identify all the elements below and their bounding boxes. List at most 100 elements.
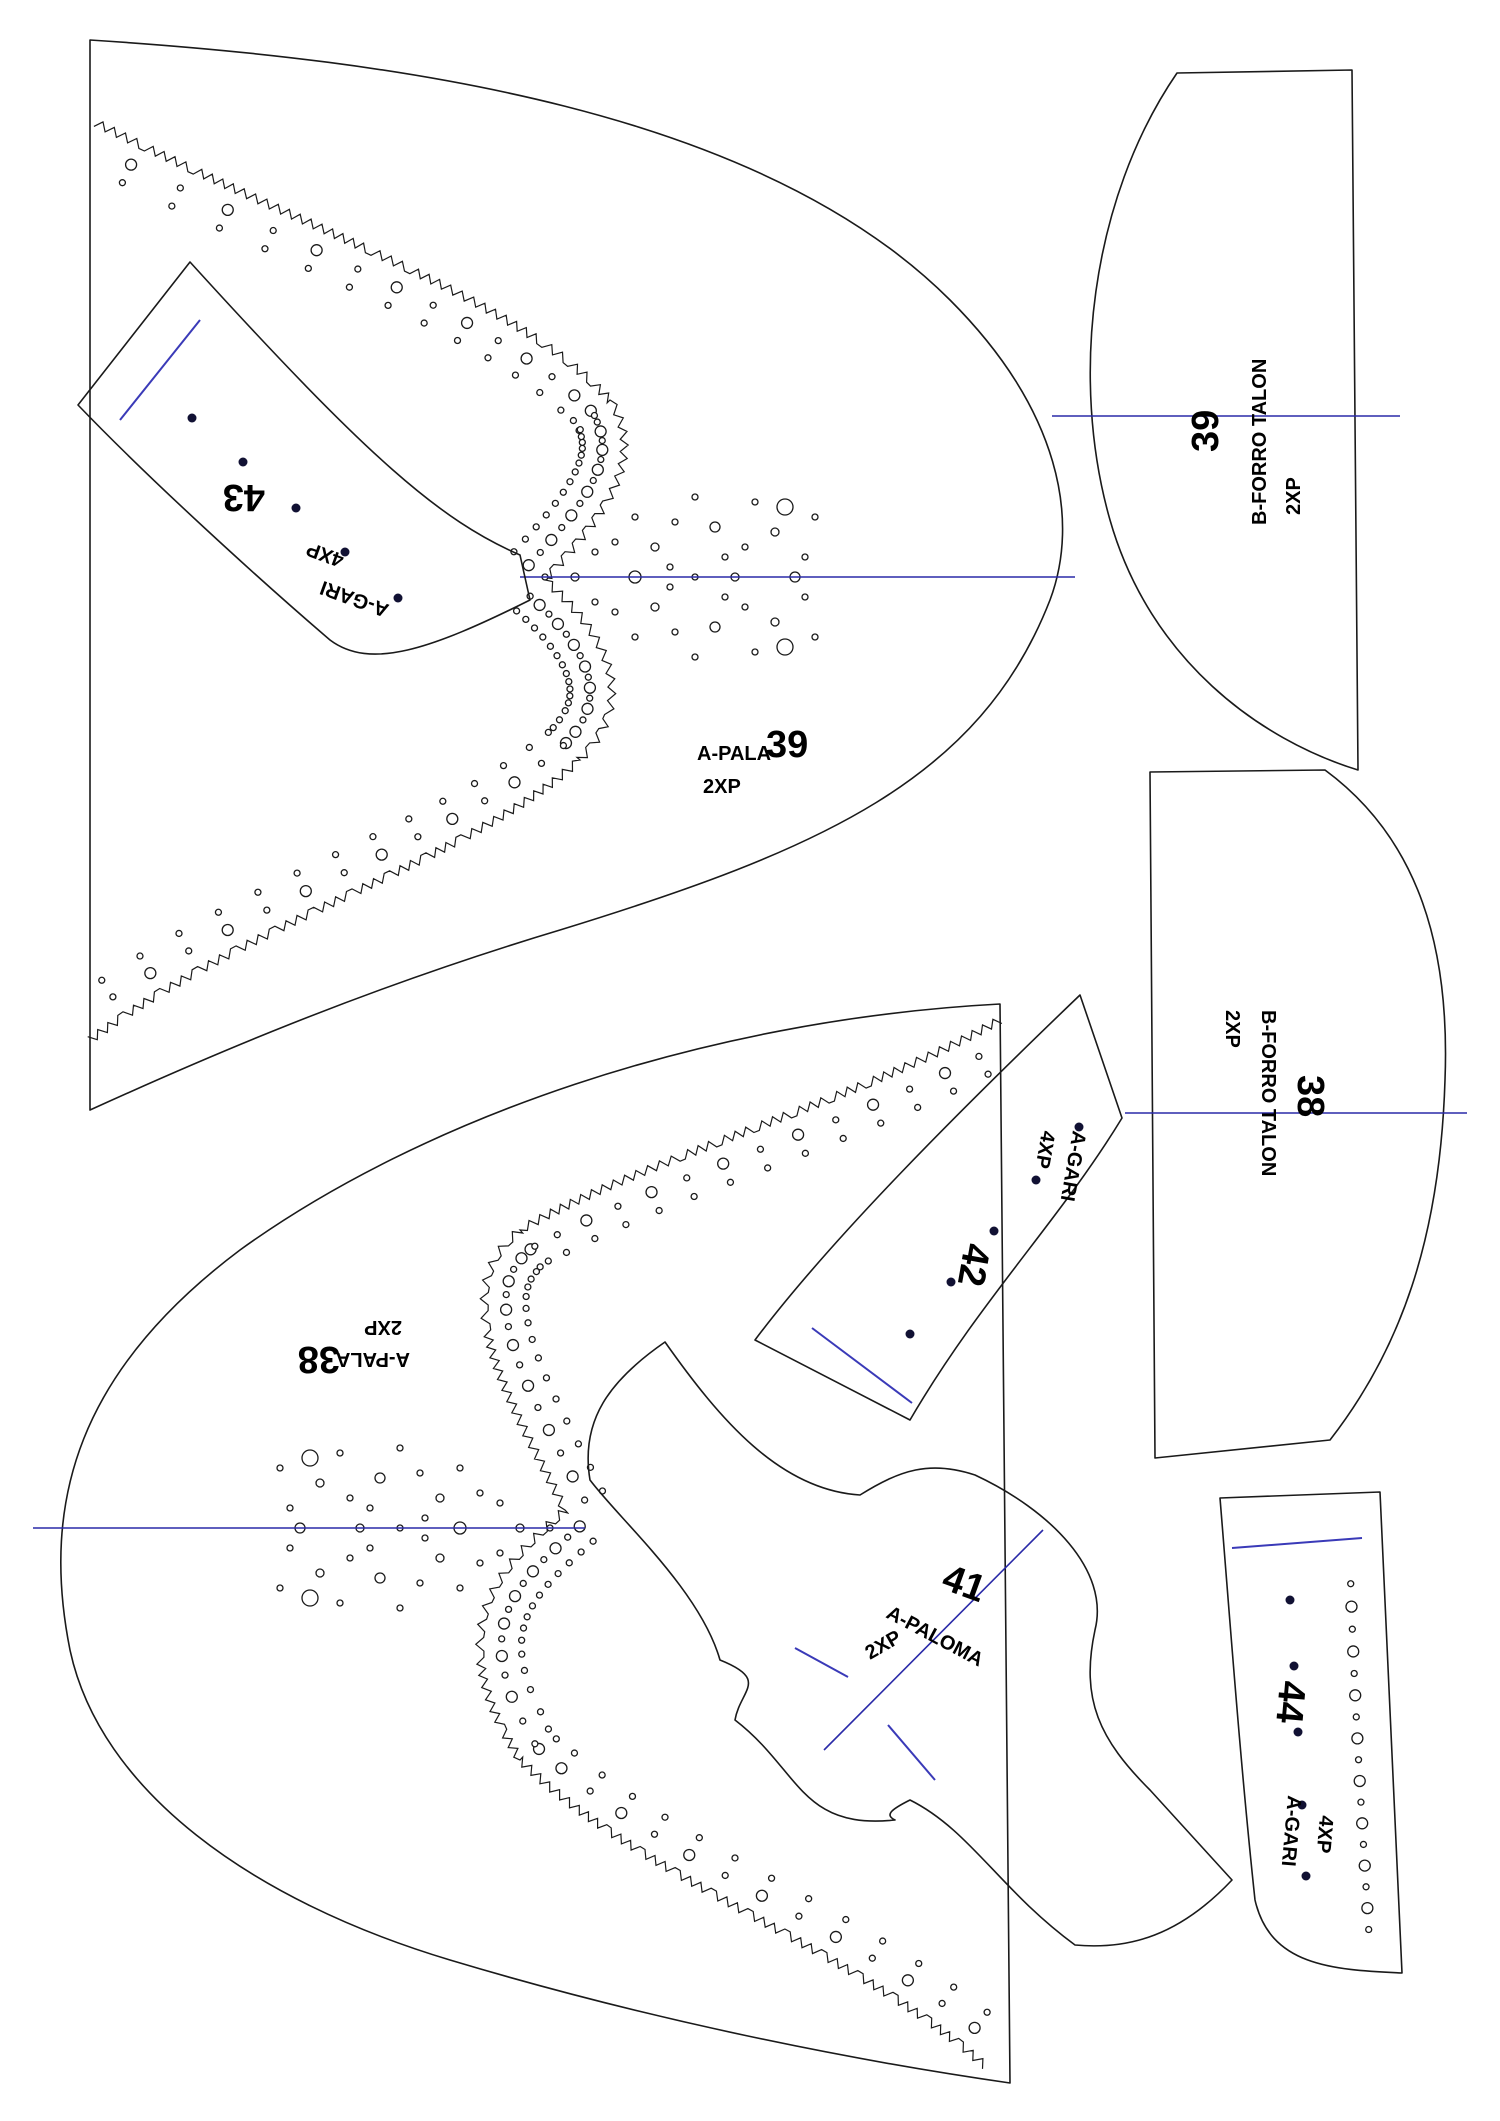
perforation-hole <box>683 1848 696 1862</box>
perforation-hole <box>221 923 234 937</box>
medallion-hole <box>396 1444 404 1452</box>
pala-39-quantity: 2XP <box>703 776 741 798</box>
perforation-hole <box>369 833 377 841</box>
perforation-hole <box>558 523 566 532</box>
perforation-hole <box>683 1174 691 1182</box>
medallion-hole <box>286 1504 294 1512</box>
perforation-hole <box>215 224 224 232</box>
pala-39-name: A-PALA <box>697 743 771 765</box>
perforation-hole <box>559 488 567 496</box>
perforation-hole <box>439 797 447 805</box>
perforation-hole <box>562 669 570 678</box>
medallion-hole <box>496 1549 504 1557</box>
perforation-hole <box>628 1792 637 1801</box>
gari-43-marker <box>393 593 403 603</box>
perforation-hole <box>504 1605 513 1614</box>
medallion-hole <box>741 603 749 611</box>
perforation-hole <box>569 416 578 425</box>
medallion-hole <box>671 518 679 526</box>
piece-forro-talon-38: 38 B-FORRO TALON 2XP <box>1125 769 1467 1459</box>
perforation-hole <box>544 728 552 737</box>
gari-43-outline <box>77 261 531 655</box>
perforation-hole <box>565 509 578 522</box>
gari-44-marker <box>1289 1661 1299 1671</box>
perforation-hole <box>576 426 584 434</box>
perforation-hole <box>420 319 428 327</box>
perforation-hole <box>261 245 269 253</box>
perforation-hole <box>176 184 184 192</box>
forro-talon-39-quantity: 2XP <box>1283 477 1305 515</box>
perforation-hole <box>557 406 565 414</box>
paloma-41-quantity: 2XP <box>862 1626 906 1664</box>
medallion-hole <box>650 542 660 552</box>
perforation-hole <box>577 432 585 441</box>
perforation-hole <box>586 1787 594 1795</box>
gari-42-marker <box>1074 1122 1084 1132</box>
medallion-hole <box>811 513 819 521</box>
perforation-hole <box>866 1098 880 1111</box>
gari-42-quantity: 4XP <box>1031 1129 1059 1170</box>
perforation-hole <box>839 1134 847 1143</box>
gari-44-perforations <box>1345 1580 1374 1934</box>
medallion-hole <box>276 1464 284 1472</box>
perforation-hole <box>498 1635 506 1643</box>
perforation-hole <box>497 1617 511 1630</box>
perforation-hole <box>1352 1713 1360 1721</box>
gari-42-slot <box>811 1327 913 1404</box>
perforation-hole <box>549 1542 562 1555</box>
perforation-hole <box>598 436 606 445</box>
gari-42-name: A-GARI <box>1056 1129 1090 1203</box>
medallion-hole <box>396 1604 404 1612</box>
perforation-hole <box>175 929 183 938</box>
perforation-hole <box>375 848 388 861</box>
perforation-hole <box>983 2008 991 2016</box>
perforation-hole <box>622 1220 630 1229</box>
perforation-hole <box>520 352 533 365</box>
perforation-hole <box>539 633 547 641</box>
perforation-hole <box>499 761 508 770</box>
perforation-hole <box>519 1717 527 1725</box>
piece-forro-talon-39: 39 B-FORRO TALON 2XP <box>1052 69 1400 771</box>
gari-44-marker <box>1297 1800 1307 1810</box>
perforation-hole <box>534 1403 542 1412</box>
perforation-hole <box>519 1579 527 1588</box>
perforation-hole <box>534 1354 543 1362</box>
perforation-hole <box>1347 1645 1360 1658</box>
perforation-hole <box>542 1374 551 1382</box>
forro-talon-39-number: 39 <box>1185 410 1227 452</box>
perforation-hole <box>304 264 312 273</box>
perforation-hole <box>519 1624 528 1632</box>
gari-44-quantity: 4XP <box>1312 1815 1337 1855</box>
perforation-hole <box>577 1548 585 1556</box>
gari-43-slot <box>119 319 201 421</box>
perforation-hole <box>938 1999 946 2008</box>
gari-43-number: 43 <box>223 476 265 518</box>
gari-44-marker <box>1293 1727 1303 1737</box>
medallion-hole <box>591 548 599 556</box>
perforation-hole <box>1358 1859 1371 1872</box>
perforation-hole <box>566 692 574 700</box>
pala-38-perforations <box>495 1052 992 2035</box>
perforation-hole <box>801 1149 810 1157</box>
medallion-hole <box>709 621 721 633</box>
perforation-hole <box>521 535 530 543</box>
perforation-hole <box>528 1335 536 1344</box>
perforation-hole <box>546 642 555 650</box>
gari-44-number: 44 <box>1267 1679 1313 1725</box>
perforation-hole <box>573 1520 586 1533</box>
perforation-hole <box>532 523 540 531</box>
perforation-hole <box>536 1263 544 1271</box>
medallion-hole <box>435 1493 445 1503</box>
perforation-hole <box>938 1066 952 1080</box>
perforation-hole <box>565 1559 573 1567</box>
pala-38-quantity: 2XP <box>364 1316 402 1338</box>
perforation-hole <box>594 425 607 438</box>
perforation-hole <box>578 438 586 447</box>
perforation-hole <box>508 1589 522 1603</box>
perforation-hole <box>505 1690 518 1703</box>
perforation-hole <box>575 459 583 467</box>
medallion-hole <box>301 1589 319 1607</box>
perforation-hole <box>661 1813 669 1821</box>
perforation-hole <box>901 1974 915 1987</box>
